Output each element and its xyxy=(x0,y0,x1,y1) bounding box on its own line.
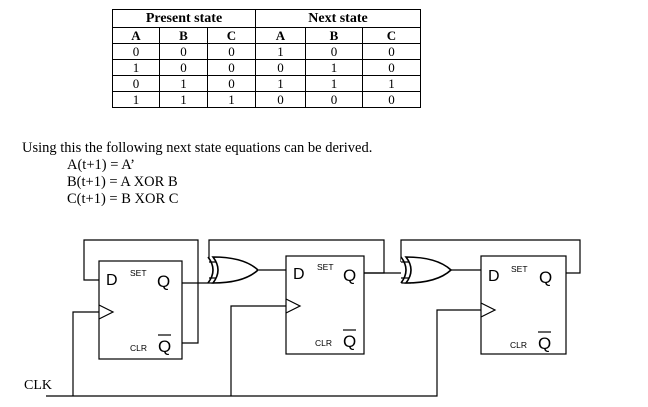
table-cell: 0 xyxy=(362,91,421,108)
column-header: A xyxy=(112,27,160,44)
wire-d-a xyxy=(83,266,99,281)
flipflop-b: D SET Q CLR Q xyxy=(285,255,365,355)
wire-clock-ff1 xyxy=(72,311,99,396)
table-cell: 0 xyxy=(362,59,421,76)
next-state-header: Next state xyxy=(255,9,421,28)
table-cell: 1 xyxy=(207,91,256,108)
flipflop-c: D SET Q CLR Q xyxy=(480,255,567,355)
table-cell: 0 xyxy=(207,43,256,60)
q-output-label: Q xyxy=(157,272,170,291)
set-label: SET xyxy=(130,268,147,278)
table-cell: 0 xyxy=(112,43,160,60)
wire-a-feedback xyxy=(83,239,199,344)
intro-text: Using this the following next state equa… xyxy=(22,140,373,156)
set-label: SET xyxy=(317,262,334,272)
table-cell: 0 xyxy=(159,59,208,76)
table-row: 1 1 1 0 0 0 xyxy=(112,91,421,108)
clr-label: CLR xyxy=(510,340,527,350)
table-cell: 1 xyxy=(255,75,306,92)
d-input-label: D xyxy=(488,268,500,285)
clr-label: CLR xyxy=(130,343,147,353)
table-cell: 0 xyxy=(159,43,208,60)
table-cell: 0 xyxy=(255,91,306,108)
qbar-output-label: Q xyxy=(538,334,551,353)
table-row: 0 1 0 1 1 1 xyxy=(112,75,421,92)
clock-label: CLK xyxy=(24,378,52,393)
d-input-label: D xyxy=(293,266,305,283)
table-cell: 1 xyxy=(159,75,208,92)
table-cell: 1 xyxy=(112,91,160,108)
table-cell: 1 xyxy=(305,59,363,76)
q-output-label: Q xyxy=(539,268,552,287)
equation-c: C(t+1) = B XOR C xyxy=(67,191,179,207)
qbar-output-label: Q xyxy=(158,337,171,356)
column-header: A xyxy=(255,27,306,44)
equation-a: A(t+1) = A’ xyxy=(67,157,135,173)
flipflop-a: D SET Q CLR Q xyxy=(98,260,183,360)
table-row: 1 0 0 0 1 0 xyxy=(112,59,421,76)
table-cell: 0 xyxy=(305,91,363,108)
table-cell: 0 xyxy=(207,75,256,92)
wire-clock xyxy=(46,309,481,397)
table-cell: 0 xyxy=(207,59,256,76)
table-cell: 1 xyxy=(305,75,363,92)
column-header: C xyxy=(362,27,421,44)
d-input-label: D xyxy=(106,272,118,289)
clr-label: CLR xyxy=(315,338,332,348)
circuit-diagram: D SET Q CLR Q D SET Q CLR Q D SET Q CLR … xyxy=(46,239,581,397)
table-cell: 1 xyxy=(255,43,306,60)
xor-gate-2 xyxy=(400,256,453,284)
qbar-output-label: Q xyxy=(343,332,356,351)
set-label: SET xyxy=(511,264,528,274)
table-cell: 0 xyxy=(112,75,160,92)
table-cell: 0 xyxy=(255,59,306,76)
wire-c-feedback xyxy=(400,239,581,274)
table-cell: 0 xyxy=(305,43,363,60)
q-output-label: Q xyxy=(343,266,356,285)
state-table: Present state Next state A B C A B C 0 0… xyxy=(112,9,421,108)
table-cell: 0 xyxy=(362,43,421,60)
equation-b: B(t+1) = A XOR B xyxy=(67,174,178,190)
wire-clock-ff2 xyxy=(230,305,286,396)
table-row: 0 0 0 1 0 0 xyxy=(112,43,421,60)
column-header: B xyxy=(305,27,363,44)
table-cell: 1 xyxy=(112,59,160,76)
table-cell: 1 xyxy=(362,75,421,92)
column-header: B xyxy=(159,27,208,44)
present-state-header: Present state xyxy=(112,9,256,28)
column-header: C xyxy=(207,27,256,44)
table-cell: 1 xyxy=(159,91,208,108)
xor-gate-1 xyxy=(207,256,260,284)
equation-list: A(t+1) = A’ B(t+1) = A XOR B C(t+1) = B … xyxy=(67,157,178,208)
